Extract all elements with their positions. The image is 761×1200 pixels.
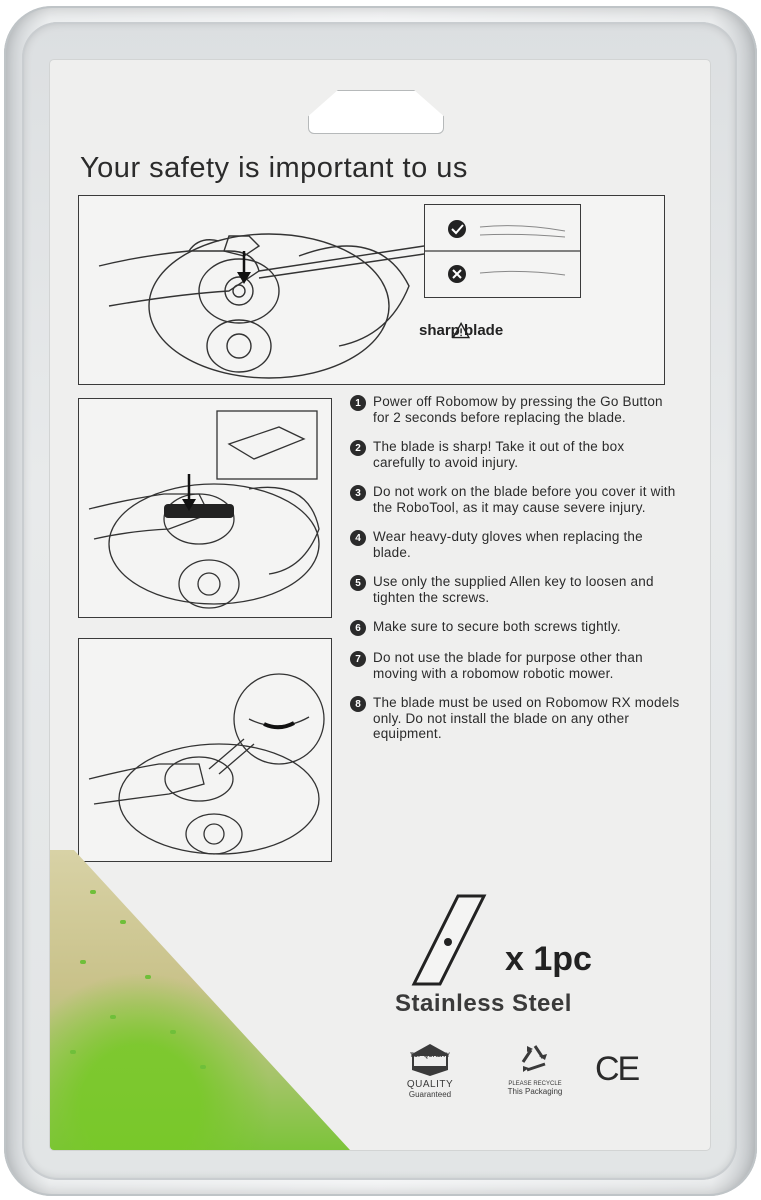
cross-icon [448,265,466,283]
legend-graphic [425,220,580,283]
mower-illustration-3 [88,673,325,855]
material-label: Stainless Steel [395,990,572,1017]
grass-photo [50,850,350,1150]
step-number: 3 [350,485,366,501]
quality-badge: TOP QUALITY QUALITY Guaranteed [390,1040,470,1099]
instruction-steps: 1 Power off Robomow by pressing the Go B… [350,394,680,756]
step-1: 1 Power off Robomow by pressing the Go B… [350,394,680,425]
step-number: 1 [350,395,366,411]
step-text: Power off Robomow by pressing the Go But… [373,394,663,425]
recycle-sub: This Packaging [507,1087,563,1096]
quality-sub: Guaranteed [408,1090,452,1099]
illustration-panel-3 [78,638,332,862]
step-2: 2 The blade is sharp! Take it out of the… [350,439,680,470]
recycle-badge: PLEASE RECYCLE This Packaging [495,1042,575,1096]
recycle-icon [521,1045,547,1072]
step-8: 8 The blade must be used on Robomow RX m… [350,695,680,742]
checkmark-icon [448,220,466,238]
quality-seal-icon [412,1044,448,1076]
step-4: 4 Wear heavy-duty gloves when replacing … [350,529,680,560]
illustration-panel-2 [78,398,332,618]
packaging-card: Your safety is important to us [50,60,710,1150]
hang-hole [308,90,444,134]
step-number: 7 [350,651,366,667]
step-text: Make sure to secure both screws tightly. [373,619,621,634]
step-text: The blade must be used on Robomow RX mod… [373,695,680,741]
step-number: 4 [350,530,366,546]
step-text: The blade is sharp! Take it out of the b… [373,439,625,470]
step-text: Do not work on the blade before you cove… [373,484,676,515]
legend-box [424,204,581,298]
step-number: 2 [350,440,366,456]
ce-mark: CE [595,1050,640,1088]
step-5: 5 Use only the supplied Allen key to loo… [350,574,680,605]
mower-illustration-2 [88,410,320,609]
page-title: Your safety is important to us [80,152,468,184]
step-6: 6 Make sure to secure both screws tightl… [350,619,680,636]
step-text: Wear heavy-duty gloves when replacing th… [373,529,643,560]
quality-seal-text: TOP QUALITY [409,1053,451,1059]
step-number: 5 [350,575,366,591]
quality-title: QUALITY [406,1079,454,1090]
step-7: 7 Do not use the blade for purpose other… [350,650,680,681]
warning-triangle-icon [452,322,471,339]
illustration-panel-1: sharp blade [78,195,665,385]
recycle-title: PLEASE RECYCLE [508,1081,562,1087]
step-number: 8 [350,696,366,712]
mower-illustration-1 [98,233,425,379]
step-text: Use only the supplied Allen key to loose… [373,574,654,605]
warning-row: sharp blade [419,322,503,339]
blade-icon [411,894,487,986]
step-text: Do not use the blade for purpose other t… [373,650,643,681]
step-3: 3 Do not work on the blade before you co… [350,484,680,515]
step-number: 6 [350,620,366,636]
blade-count: x 1pc [505,940,592,978]
